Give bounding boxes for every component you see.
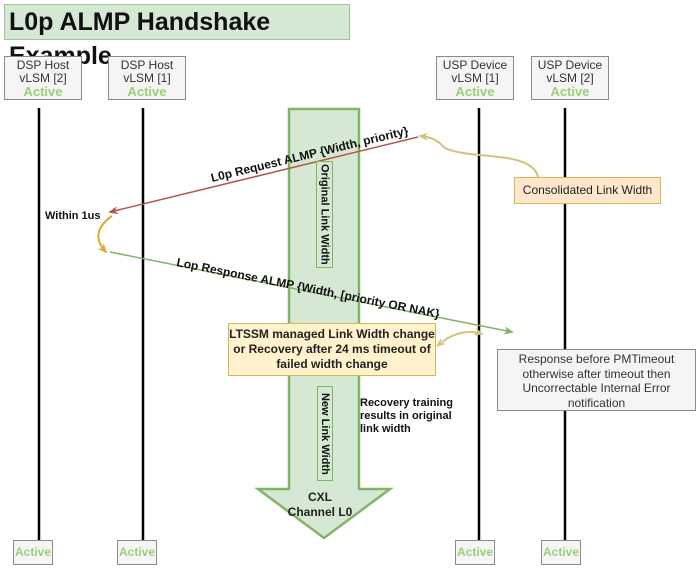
footer-state-usp-vlsm1: Active: [455, 540, 495, 565]
ltssm-callout-curve: [435, 327, 484, 347]
actor-label: vLSM [1]: [451, 71, 499, 85]
actor-label: USP Device: [442, 58, 508, 72]
actor-dsp-host-vlsm1: DSP Host vLSM [1] Active: [108, 56, 186, 100]
response-note-line: notification: [567, 395, 626, 410]
actor-usp-device-vlsm2: USP Device vLSM [2] Active: [531, 56, 609, 100]
within-1us-label: Within 1us: [45, 210, 101, 222]
recovery-line: link width: [360, 423, 411, 435]
new-link-width-label: New Link Width: [319, 392, 331, 475]
recovery-line: Recovery training: [360, 397, 453, 409]
response-almp-arrow: [109, 251, 514, 335]
consolidated-link-width-note: Consolidated Link Width: [514, 177, 661, 204]
new-link-width-box: New Link Width: [317, 386, 333, 481]
actor-label: vLSM [2]: [19, 71, 67, 85]
actor-label: vLSM [2]: [546, 71, 594, 85]
response-note-line: Uncorrectable Internal Error: [522, 381, 671, 395]
original-link-width-label: Original Link Width: [318, 164, 331, 265]
ltssm-note-line: LTSSM managed Link Width change: [229, 327, 435, 341]
response-timeout-note: Response before PMTimeout otherwise afte…: [497, 349, 696, 411]
actor-state: Active: [23, 84, 63, 99]
ltssm-note-line: failed width change: [276, 357, 388, 371]
original-link-width-box: Original Link Width: [316, 161, 333, 268]
cxl-label-line: CXL: [308, 490, 332, 504]
diagram-title: L0p ALMP Handshake Example: [4, 4, 350, 70]
actor-label: USP Device: [537, 58, 603, 72]
ltssm-note-line: or Recovery after 24 ms timeout of: [233, 342, 431, 356]
actor-dsp-host-vlsm2: DSP Host vLSM [2] Active: [4, 56, 82, 100]
within-1us-curve: [97, 215, 113, 254]
recovery-line: results in original: [360, 410, 452, 422]
consolidated-callout-curve: [418, 132, 539, 178]
response-note-line: otherwise after timeout then: [522, 366, 671, 381]
response-note-line: Response before PMTimeout: [518, 352, 675, 366]
recovery-training-label: Recovery training results in original li…: [360, 397, 480, 436]
footer-state-usp-vlsm2: Active: [541, 540, 581, 565]
footer-state-dsp-vlsm1: Active: [117, 540, 157, 565]
cxl-channel-label: CXL Channel L0: [285, 490, 355, 520]
request-almp-arrow: [108, 136, 419, 214]
actor-state: Active: [127, 84, 167, 99]
actor-state: Active: [550, 84, 590, 99]
actor-label: DSP Host: [120, 58, 174, 72]
footer-state-dsp-vlsm2: Active: [13, 540, 53, 565]
actor-label: vLSM [1]: [123, 71, 171, 85]
actor-label: DSP Host: [16, 58, 70, 72]
ltssm-note: LTSSM managed Link Width change or Recov…: [228, 323, 436, 376]
actor-state: Active: [455, 84, 495, 99]
cxl-label-line: Channel L0: [287, 505, 353, 519]
actor-usp-device-vlsm1: USP Device vLSM [1] Active: [436, 56, 514, 100]
